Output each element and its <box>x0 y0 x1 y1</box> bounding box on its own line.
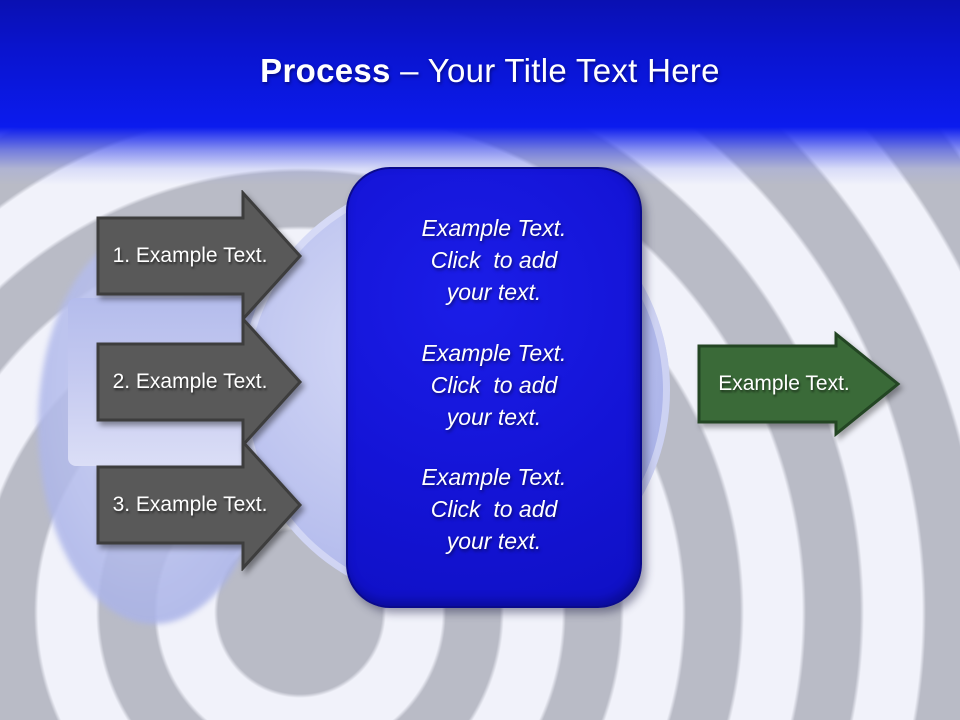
arrow-right-shape <box>96 316 303 448</box>
placeholder-text-1: Example Text. Click to add your text. <box>421 214 567 305</box>
process-step-1-label: 1. Example Text. <box>112 244 268 267</box>
process-step-arrow-2[interactable]: 2. Example Text. <box>95 316 303 448</box>
process-step-2-label: 2. Example Text. <box>112 370 268 393</box>
placeholder-text-3: Example Text. Click to add your text. <box>421 464 567 555</box>
arrow-right-shape <box>96 439 303 571</box>
process-step-3-label: 3. Example Text. <box>112 493 268 516</box>
center-text-panel[interactable]: Example Text. Click to add your text. Ex… <box>346 167 642 608</box>
output-arrow-label: Example Text. <box>718 372 850 395</box>
process-step-arrow-3[interactable]: 3. Example Text. <box>95 439 303 571</box>
title-keyword: Process <box>260 52 391 89</box>
arrow-right-shape <box>697 331 901 437</box>
output-arrow[interactable]: Example Text. <box>696 331 901 437</box>
arrow-right-shape <box>96 190 303 322</box>
process-step-arrow-1[interactable]: 1. Example Text. <box>95 190 303 322</box>
title-subtext: – Your Title Text Here <box>390 52 720 89</box>
slide-title[interactable]: Process – Your Title Text Here <box>10 52 960 90</box>
header-band <box>0 0 960 127</box>
placeholder-text-2: Example Text. Click to add your text. <box>421 339 567 430</box>
